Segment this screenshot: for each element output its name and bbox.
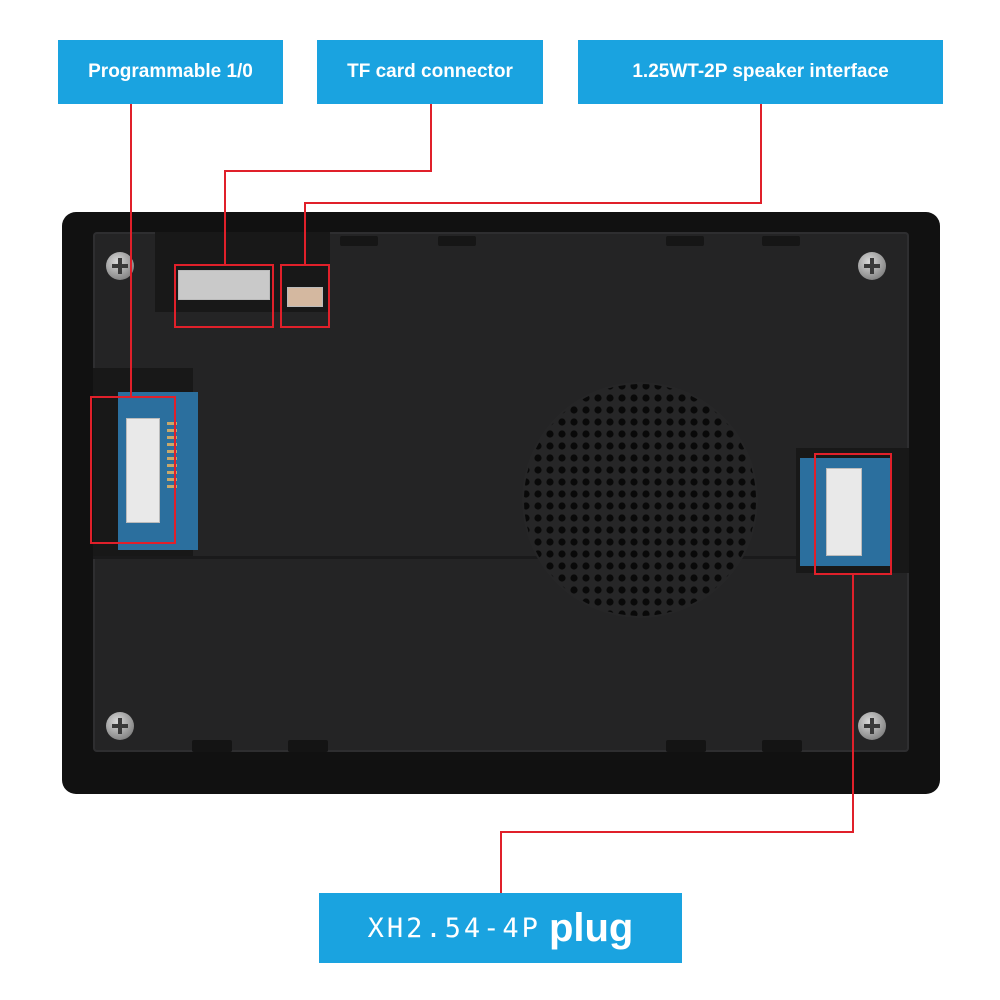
io-connector bbox=[126, 418, 160, 523]
callout-line bbox=[304, 202, 306, 264]
vent-slot bbox=[666, 740, 706, 752]
callout-line bbox=[500, 831, 854, 833]
callout-line bbox=[760, 104, 762, 204]
screw-icon bbox=[106, 712, 134, 740]
screw-icon bbox=[858, 252, 886, 280]
screw-icon bbox=[106, 252, 134, 280]
speaker-grille bbox=[522, 382, 758, 618]
tf-callout-box bbox=[174, 264, 274, 328]
callout-line bbox=[852, 575, 854, 833]
callout-line bbox=[130, 104, 132, 396]
xh-plug-label: XH2.54-4P plug bbox=[319, 893, 682, 963]
callout-line bbox=[500, 831, 502, 893]
io-callout-box bbox=[90, 396, 176, 544]
callout-line bbox=[224, 170, 432, 172]
xh-connector bbox=[826, 468, 862, 556]
tf-card-connector-label: TF card connector bbox=[317, 40, 543, 104]
speaker-interface-label: 1.25WT-2P speaker interface bbox=[578, 40, 943, 104]
tf-card-slot bbox=[178, 270, 270, 300]
screw-icon bbox=[858, 712, 886, 740]
vent-slot bbox=[192, 740, 232, 752]
callout-line bbox=[224, 170, 226, 264]
vent-slot bbox=[288, 740, 328, 752]
xh-callout-box bbox=[814, 453, 892, 575]
speaker-connector bbox=[287, 287, 323, 307]
panel-seam bbox=[93, 556, 909, 559]
back-panel bbox=[93, 232, 909, 752]
xh-plug-word: plug bbox=[548, 905, 634, 950]
callout-line bbox=[304, 202, 762, 204]
programmable-io-label: Programmable 1/0 bbox=[58, 40, 283, 104]
vent-slot bbox=[762, 740, 802, 752]
io-pins bbox=[167, 422, 177, 488]
vent-slot bbox=[340, 236, 378, 246]
vent-slot bbox=[762, 236, 800, 246]
vent-slot bbox=[666, 236, 704, 246]
xh-plug-code: XH2.54-4P bbox=[367, 912, 541, 944]
callout-line bbox=[430, 104, 432, 172]
speaker-callout-box bbox=[280, 264, 330, 328]
vent-slot bbox=[438, 236, 476, 246]
